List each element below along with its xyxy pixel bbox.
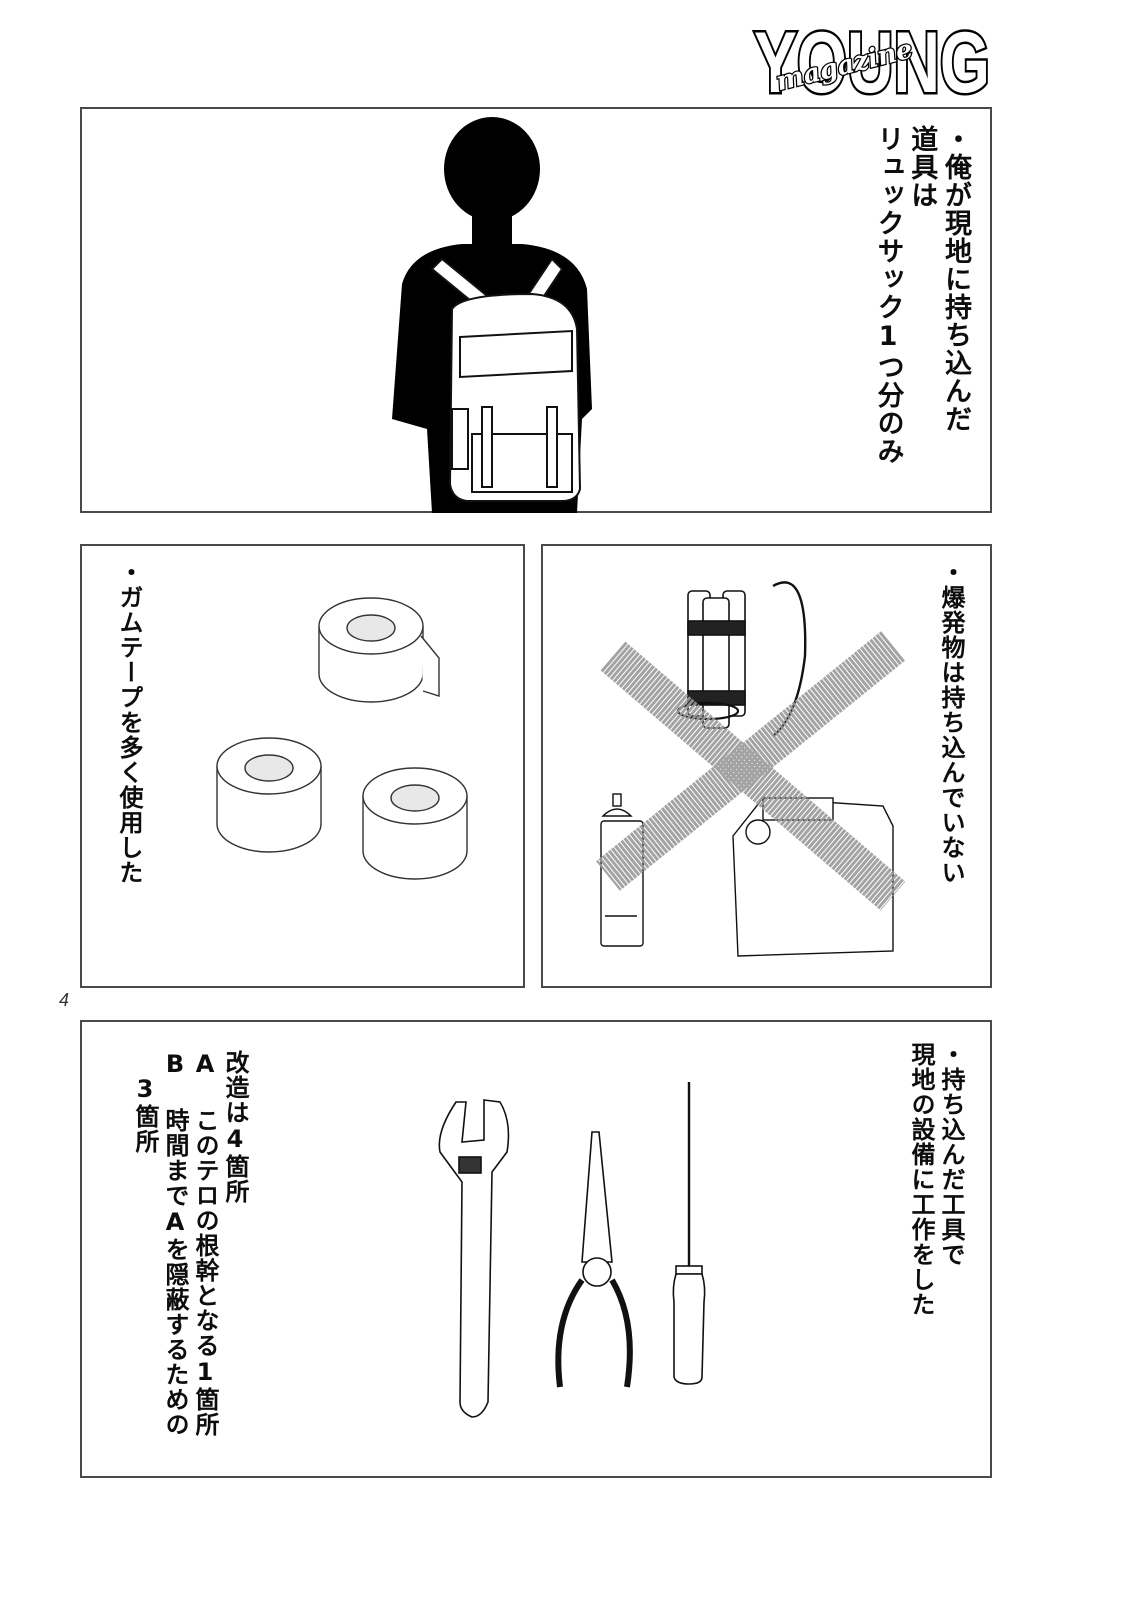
caption-line: A このテロの根幹となる1箇所 [191, 1050, 219, 1437]
cross-out-mark [596, 631, 906, 911]
caption-line: ・俺が現地に持ち込んだ [940, 125, 971, 433]
caption-line: ・爆発物は持ち込んでいない [937, 560, 965, 885]
caption-line: 現地の設備に工作をした [907, 1042, 935, 1317]
backpack [430, 257, 582, 502]
tape-roll [318, 597, 440, 703]
panel-no-explosives-caption: ・爆発物は持ち込んでいない [936, 560, 966, 885]
caption-line: ・持ち込んだ工具で [937, 1042, 965, 1267]
young-magazine-logo: YOUNG magazine [752, 13, 993, 114]
dynamite-bundle [676, 581, 807, 737]
tape-rolls-illustration [216, 597, 468, 880]
panel-tools-caption-left: 改造は4箇所 A このテロの根幹となる1箇所 B 時間までAを隠蔽するための 3… [130, 1050, 250, 1437]
caption-line: B 時間までAを隠蔽するための [161, 1050, 189, 1437]
adjustable-wrench [438, 1099, 510, 1418]
panel-tape: ・ガムテープを多く使用した [80, 544, 525, 988]
panel-tape-caption: ・ガムテープを多く使用した [114, 560, 144, 885]
silhouette-with-backpack-illustration [392, 117, 592, 513]
panel-backpack: ・俺が現地に持ち込んだ 道具は リュックサック1つ分のみ [80, 107, 992, 513]
panel-tools-caption-right: ・持ち込んだ工具で 現地の設備に工作をした [906, 1042, 966, 1317]
panel-backpack-caption: ・俺が現地に持ち込んだ 道具は リュックサック1つ分のみ [871, 125, 972, 465]
needle-nose-pliers [555, 1131, 633, 1388]
tools-illustration [438, 1082, 706, 1418]
caption-line: リュックサック1つ分のみ [872, 125, 904, 465]
caption-line: 道具は [906, 125, 938, 209]
screwdriver [672, 1082, 706, 1385]
logo-main-text: YOUNG [754, 15, 990, 111]
tape-roll [216, 737, 322, 853]
page-number: 4 [59, 990, 70, 1010]
panel-no-explosives: ・爆発物は持ち込んでいない [541, 544, 992, 988]
caption-line: 3箇所 [131, 1050, 159, 1154]
caption-line: 改造は4箇所 [221, 1050, 249, 1204]
crossed-out-items-illustration [596, 581, 906, 957]
panel-tools: ・持ち込んだ工具で 現地の設備に工作をした 改造は4箇所 A このテロの根幹とな… [80, 1020, 992, 1478]
caption-line: ・ガムテープを多く使用した [115, 560, 143, 885]
tape-roll [362, 767, 468, 880]
